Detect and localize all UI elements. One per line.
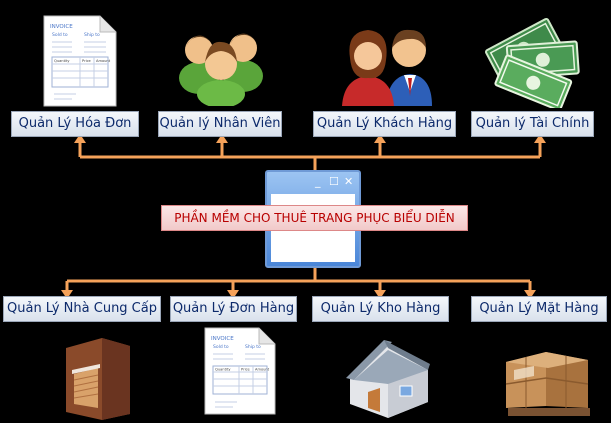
employees-icon xyxy=(179,33,263,106)
software-title: PHẦN MỀM CHO THUÊ TRANG PHỤC BIỂU DIỄN xyxy=(161,205,468,231)
goods-boxes-icon xyxy=(505,352,590,416)
bottom-box-supplier[interactable]: Quản Lý Nhà Cung Cấp xyxy=(3,296,161,322)
bottom-box-goods[interactable]: Quản Lý Mặt Hàng xyxy=(471,296,607,322)
bottom-box-orders[interactable]: Quản Lý Đơn Hàng xyxy=(170,296,297,322)
order-invoice-ship-to: Ship to xyxy=(245,344,261,350)
invoice-price: Price xyxy=(82,59,92,63)
close-icon: ✕ xyxy=(344,175,354,188)
top-box-customers[interactable]: Quản Lý Khách Hàng xyxy=(313,111,456,137)
order-invoice-quantity: Quantity xyxy=(215,368,231,372)
customers-icon xyxy=(342,29,432,106)
invoice-amount: Amount xyxy=(96,59,111,63)
order-invoice-price: Price xyxy=(241,368,251,372)
invoice-sold-to: Sold to xyxy=(52,32,68,38)
minimize-icon: _ xyxy=(315,175,321,188)
invoice-quantity: Quantity xyxy=(54,59,70,63)
supplier-building-icon xyxy=(66,338,130,420)
top-box-finance[interactable]: Quản lý Tài Chính xyxy=(471,111,594,137)
bottom-box-warehouse[interactable]: Quản Lý Kho Hàng xyxy=(312,296,449,322)
invoice-icon: INVOICE Sold to Ship to Quantity Price A… xyxy=(43,15,117,107)
order-invoice-title: INVOICE xyxy=(211,336,234,342)
order-invoice-sold-to: Sold to xyxy=(213,344,229,350)
top-box-employees[interactable]: Quản lý Nhân Viên xyxy=(158,111,282,137)
order-invoice-icon: INVOICE Sold to Ship to Quantity Price A… xyxy=(204,327,276,415)
maximize-icon: ☐ xyxy=(329,175,339,188)
invoice-title: INVOICE xyxy=(50,24,73,30)
money-icon xyxy=(485,17,580,108)
top-box-invoice[interactable]: Quản Lý Hóa Đơn xyxy=(11,111,139,137)
order-invoice-amount: Amount xyxy=(255,368,270,372)
warehouse-house-icon xyxy=(346,340,430,418)
invoice-ship-to: Ship to xyxy=(84,32,100,38)
